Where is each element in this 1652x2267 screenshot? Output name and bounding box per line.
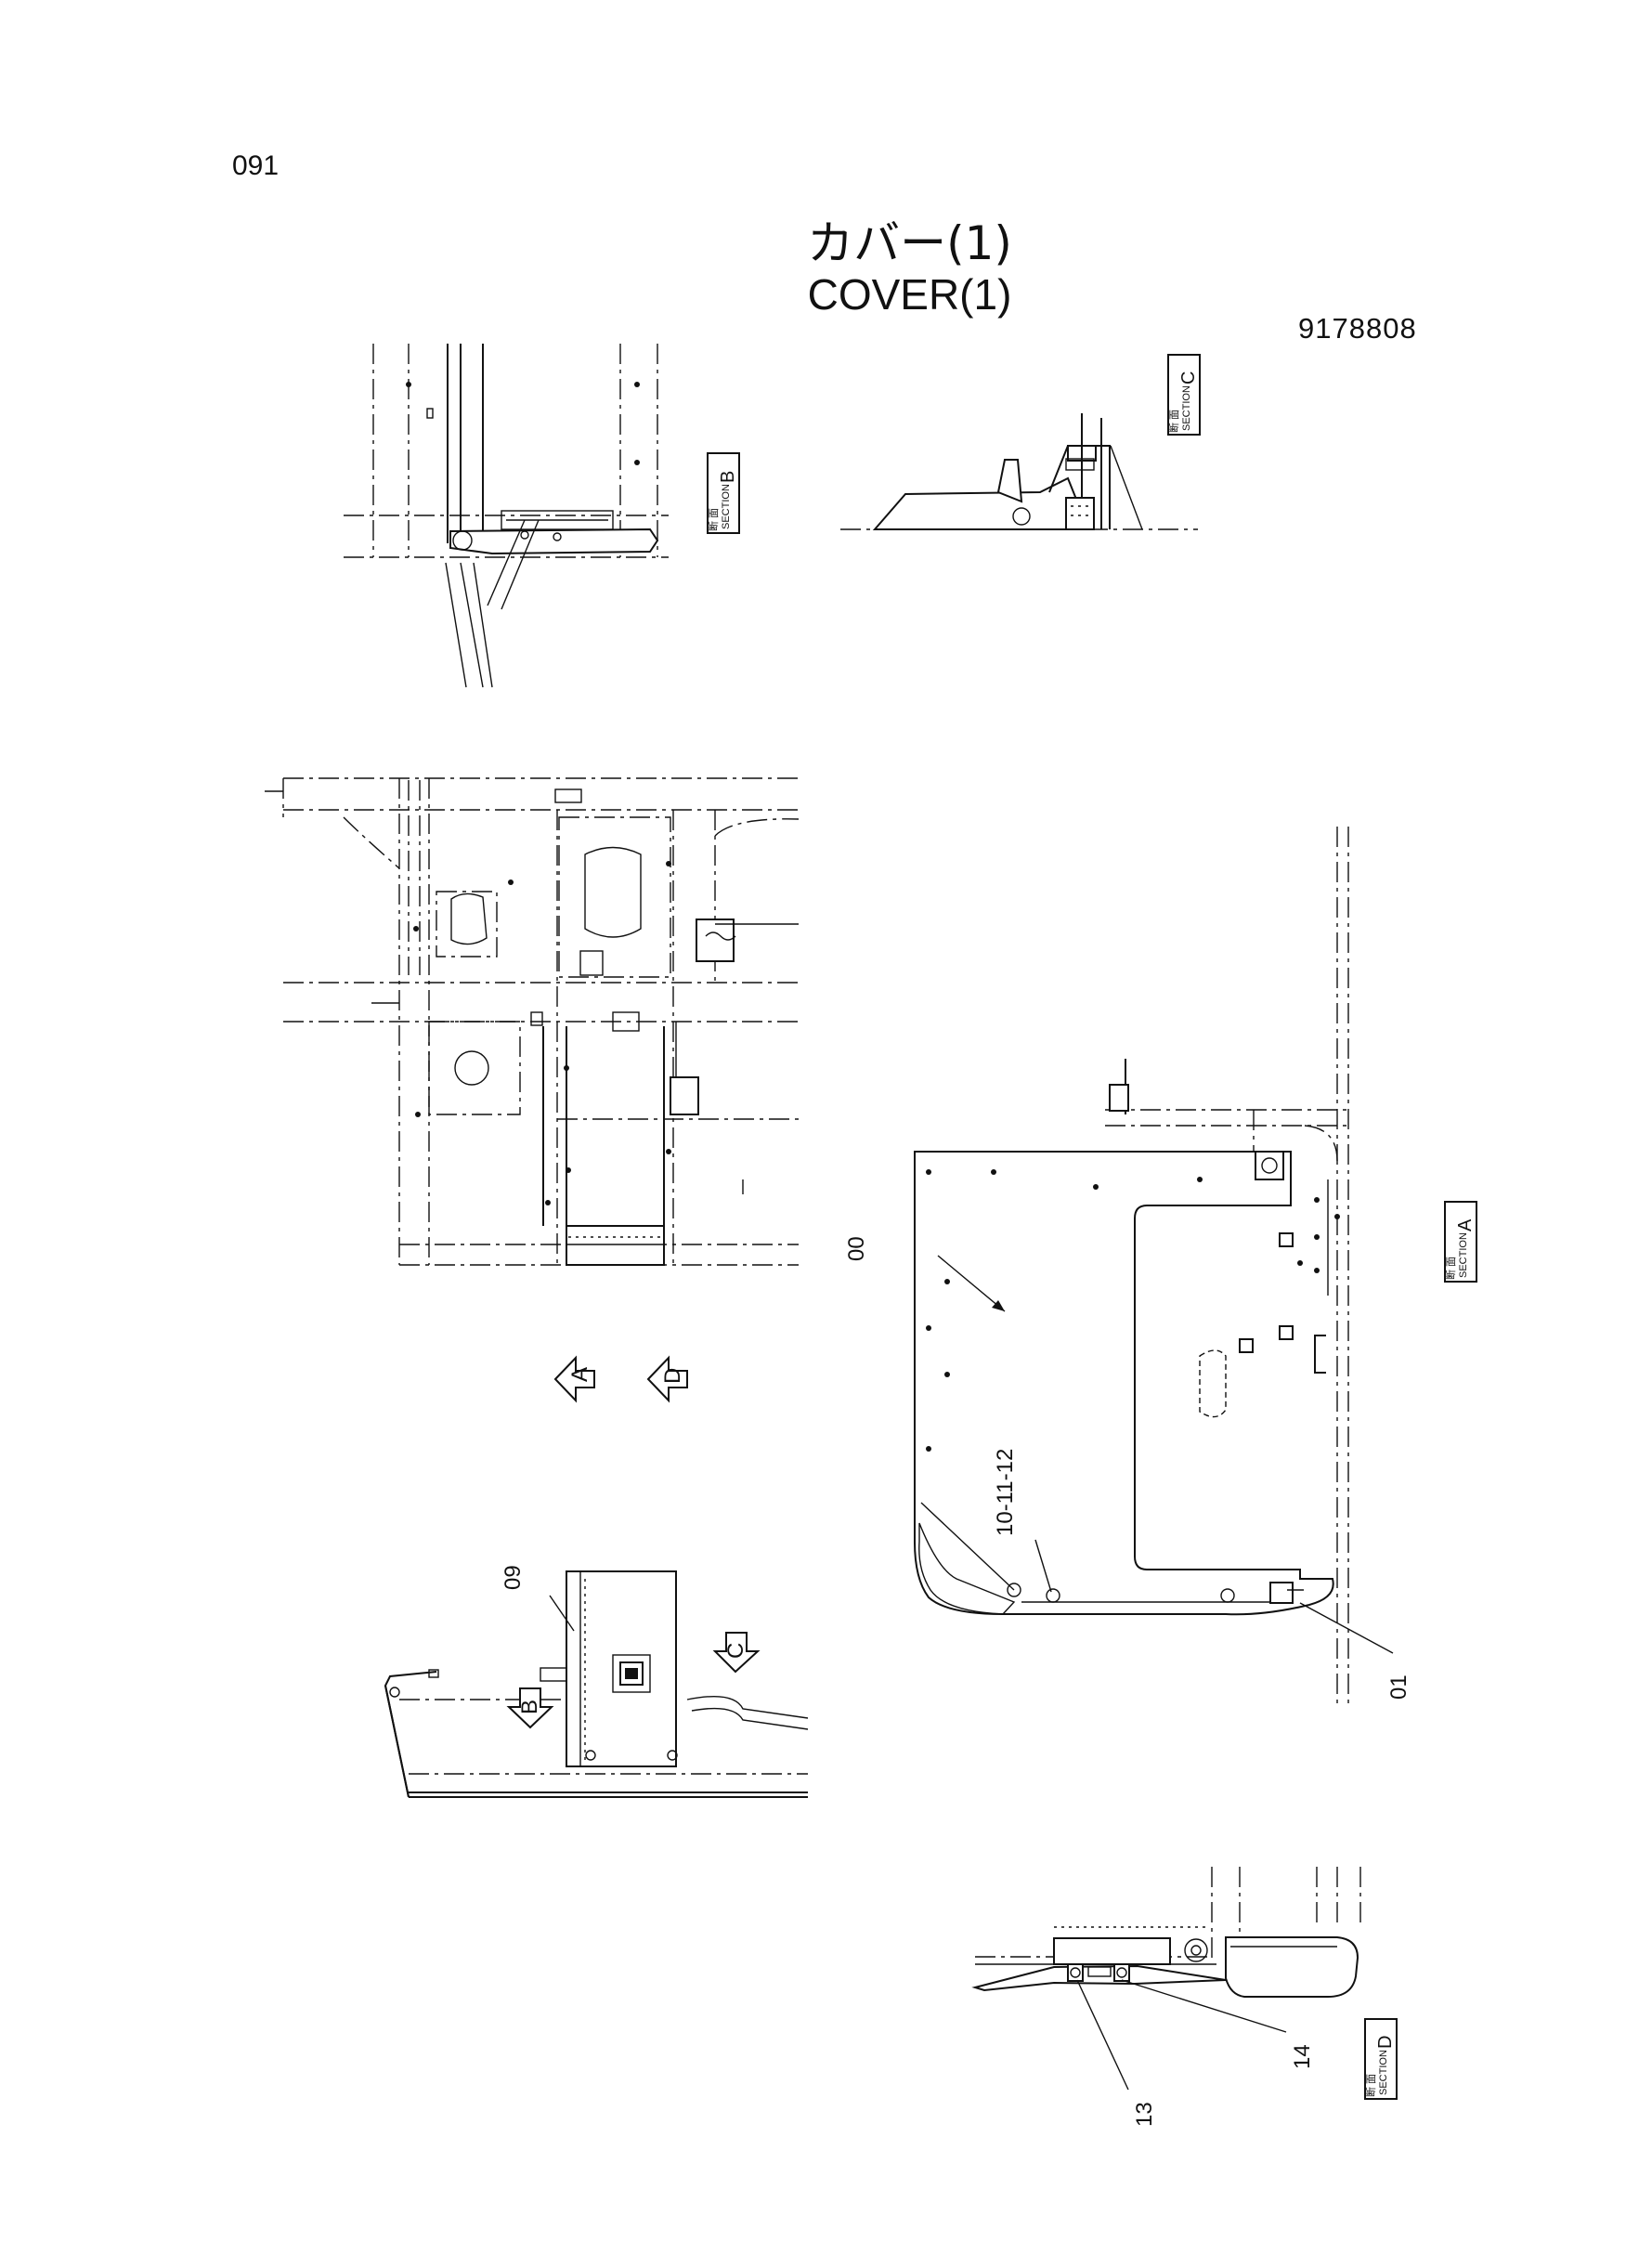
svg-text:B: B [718,471,738,483]
section-a-cover-view [914,827,1394,1709]
callout-01: 01 [1386,1674,1411,1700]
view-arrow-c: C [712,1632,761,1674]
section-c-label: SECTION 断 面 C [1167,354,1201,436]
svg-text:SECTION: SECTION [1378,2050,1389,2095]
svg-text:B: B [517,1700,542,1714]
title-english: COVER(1) [807,270,1012,319]
svg-text:SECTION: SECTION [721,484,732,529]
frame-plan-view [265,777,800,1266]
drawing-number: 9178808 [1298,312,1417,345]
callout-09: 09 [501,1565,526,1590]
view-arrow-d: D [646,1355,688,1403]
section-a-label: SECTION 断 面 A [1444,1201,1477,1283]
svg-text:A: A [567,1367,592,1382]
side-view-part-09 [384,1570,809,1798]
view-arrow-a: A [553,1355,595,1403]
svg-text:断 面: 断 面 [1364,2074,1377,2097]
section-c-detail [840,413,1198,530]
svg-text:D: D [1375,2036,1396,2049]
section-d-detail [971,1867,1361,2091]
svg-text:断 面: 断 面 [1444,1257,1457,1280]
section-b-detail [344,344,669,688]
svg-text:A: A [1455,1218,1476,1231]
svg-text:C: C [1178,371,1199,384]
view-arrow-b: B [506,1687,554,1729]
callout-10-11-12: 10-11-12 [993,1449,1018,1536]
page-number: 091 [232,150,280,181]
callout-14: 14 [1290,2044,1315,2069]
svg-text:断 面: 断 面 [707,508,720,531]
callout-00: 00 [844,1236,869,1261]
svg-text:断 面: 断 面 [1167,410,1180,433]
callout-13: 13 [1132,2102,1157,2127]
title-japanese: カバー(1) [807,216,1012,270]
svg-text:SECTION: SECTION [1458,1232,1469,1278]
svg-text:D: D [660,1368,685,1384]
svg-text:SECTION: SECTION [1181,385,1192,431]
svg-text:C: C [723,1643,748,1659]
section-b-label: SECTION 断 面 B [707,452,740,534]
section-d-label: SECTION 断 面 D [1364,2018,1398,2100]
